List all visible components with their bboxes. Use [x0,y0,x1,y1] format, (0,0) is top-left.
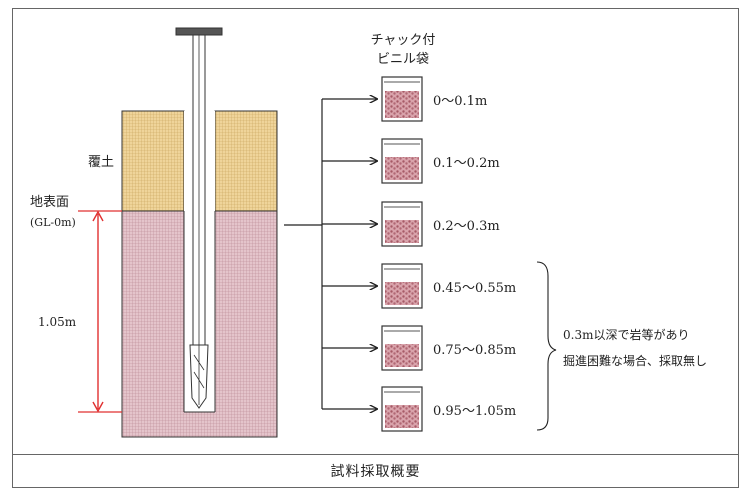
sample-depth-label-6: 0.95～1.05m [433,404,516,419]
note-bracket [536,261,557,431]
bag-header-line1: チャック付 [371,33,436,48]
auger-handle [175,27,223,36]
sample-depth-label-4: 0.45～0.55m [433,281,516,296]
bag-soil-4 [385,282,419,305]
sample-depth-label-3: 0.2～0.3m [433,219,500,234]
bag-soil-5 [385,344,419,367]
depth-marker-arrow-top [92,210,104,222]
ground-surface-label: 地表面 [30,195,69,210]
bag-header-line2: ビニル袋 [377,52,429,67]
sample-depth-label-1: 0～0.1m [433,94,487,109]
note-line1: 0.3m以深で岩等があり [563,327,689,342]
bag-soil-3 [385,220,419,243]
gl-label: (GL-0m) [30,216,76,229]
bag-soil-2 [385,157,419,180]
cover-soil-label: 覆土 [88,155,114,170]
depth-marker-arrow-bottom [92,401,104,413]
caption-text: 試料採取概要 [330,464,421,480]
auger-bit-spiral [193,345,205,405]
diagram-caption: 試料採取概要 [12,454,739,488]
depth-label: 1.05m [38,315,77,329]
sample-depth-label-5: 0.75～0.85m [433,343,516,358]
bag-soil-1 [385,91,419,118]
cover-soil-left [121,110,185,212]
sample-bags: 0～0.1m 0.1～0.2m 0.2～0.3m 0.45～0.55m 0.75～0.8… [322,76,516,432]
note-line2: 掘進困難な場合、採取無し [563,353,707,368]
sample-depth-label-2: 0.1～0.2m [433,156,500,171]
bag-soil-6 [385,405,419,428]
cover-soil-right [214,110,278,212]
